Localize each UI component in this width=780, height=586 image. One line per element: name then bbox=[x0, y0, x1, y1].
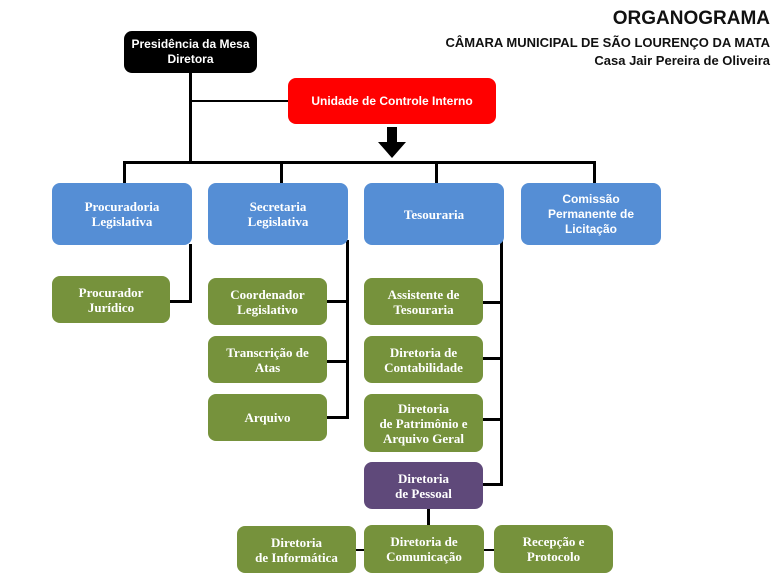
node-transcricao[interactable]: Transcrição de Atas bbox=[208, 336, 327, 383]
node-controle-interno[interactable]: Unidade de Controle Interno bbox=[288, 78, 496, 124]
arrow-down-icon bbox=[378, 127, 406, 158]
node-contabilidade[interactable]: Diretoria de Contabilidade bbox=[364, 336, 483, 383]
connector-recepcao bbox=[483, 549, 495, 551]
connector-procuradoria bbox=[123, 161, 126, 183]
connector-contabilidade bbox=[482, 357, 503, 360]
connector-informatica bbox=[355, 549, 365, 551]
node-informatica[interactable]: Diretoria de Informática bbox=[237, 526, 356, 573]
node-coordenador[interactable]: Coordenador Legislativo bbox=[208, 278, 327, 325]
connector-secretaria-down bbox=[346, 240, 349, 419]
connector-top-bus bbox=[123, 161, 596, 164]
connector-transcricao bbox=[327, 360, 349, 363]
node-comunicacao[interactable]: Diretoria de Comunicação bbox=[364, 525, 484, 573]
chart-title: ORGANOGRAMA bbox=[612, 8, 770, 29]
node-tesouraria[interactable]: Tesouraria bbox=[364, 183, 504, 245]
connector-tesouraria-down bbox=[500, 240, 503, 486]
connector-arquivo bbox=[327, 416, 349, 419]
node-presidencia[interactable]: Presidência da Mesa Diretora bbox=[124, 31, 257, 73]
connector-assistente bbox=[482, 301, 503, 304]
node-arquivo[interactable]: Arquivo bbox=[208, 394, 327, 441]
connector-procurador bbox=[169, 300, 192, 303]
node-pessoal[interactable]: Diretoria de Pessoal bbox=[364, 462, 483, 509]
connector-pessoal bbox=[482, 483, 503, 486]
connector-presidencia-down bbox=[189, 72, 192, 162]
connector-secretaria bbox=[280, 161, 283, 183]
institution-name: CÂMARA MUNICIPAL DE SÃO LOURENÇO DA MATA bbox=[445, 35, 770, 50]
node-procurador[interactable]: Procurador Jurídico bbox=[52, 276, 170, 323]
node-comissao[interactable]: Comissão Permanente de Licitação bbox=[521, 183, 661, 245]
node-patrimonio[interactable]: Diretoria de Patrimônio e Arquivo Geral bbox=[364, 394, 483, 452]
connector-pessoal-down bbox=[427, 508, 430, 526]
node-procuradoria[interactable]: Procuradoria Legislativa bbox=[52, 183, 192, 245]
node-secretaria[interactable]: Secretaria Legislativa bbox=[208, 183, 348, 245]
connector-procuradoria-down bbox=[189, 244, 192, 303]
connector-tesouraria bbox=[435, 161, 438, 183]
node-recepcao[interactable]: Recepção e Protocolo bbox=[494, 525, 613, 573]
connector-comissao bbox=[593, 161, 596, 183]
connector-coordenador bbox=[327, 300, 349, 303]
node-assistente[interactable]: Assistente de Tesouraria bbox=[364, 278, 483, 325]
connector-controle bbox=[189, 100, 289, 102]
connector-patrimonio bbox=[482, 418, 503, 421]
house-name: Casa Jair Pereira de Oliveira bbox=[594, 53, 770, 68]
